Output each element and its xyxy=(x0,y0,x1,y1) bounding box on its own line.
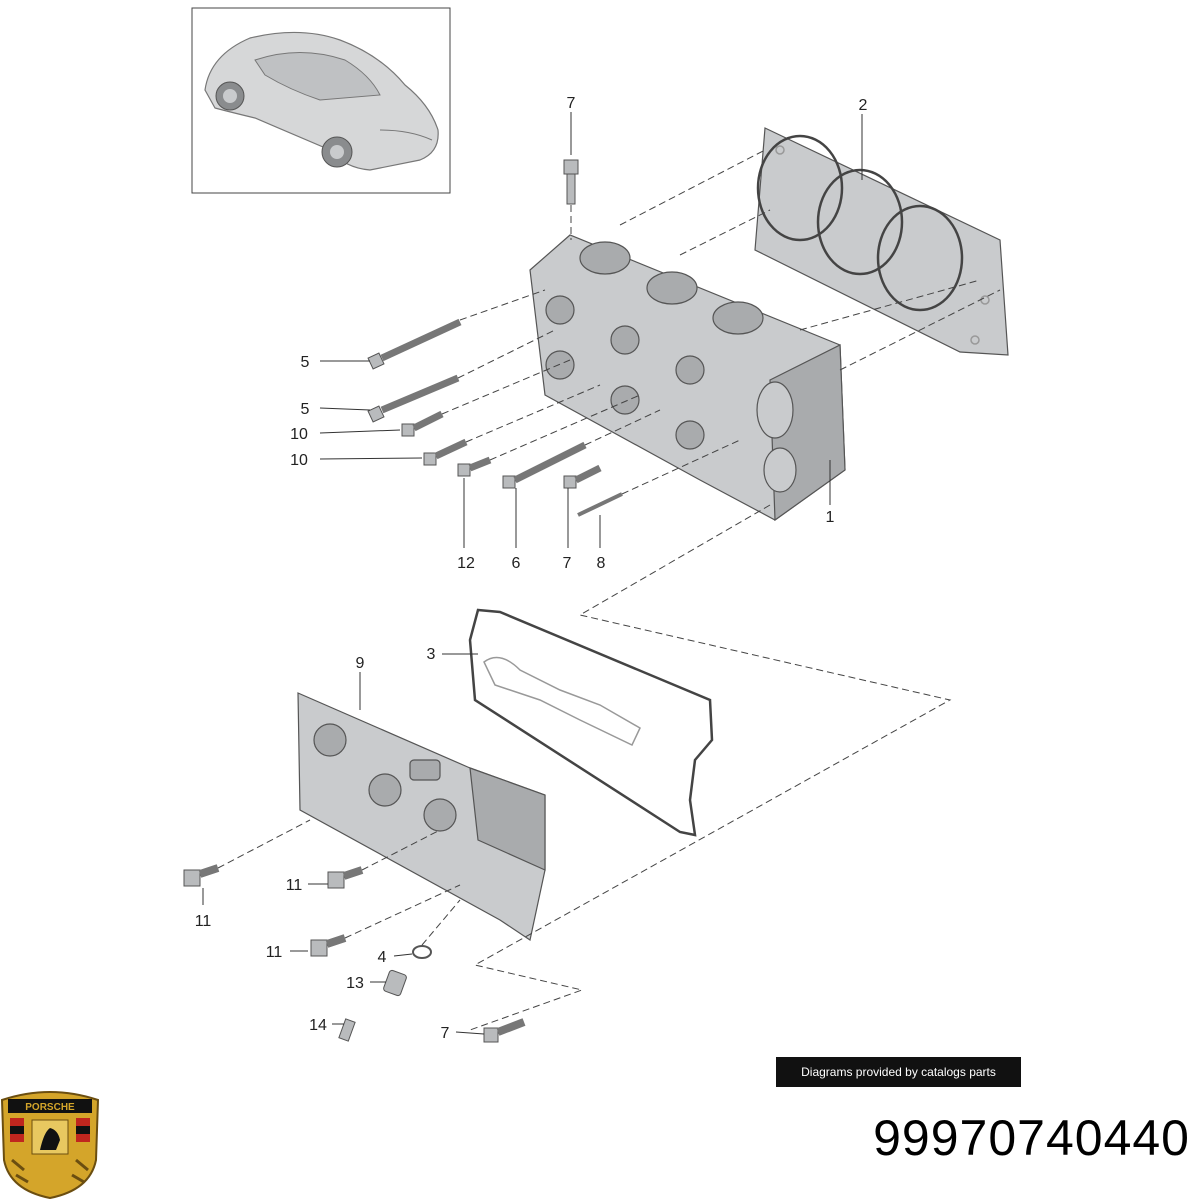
callout-4: 4 xyxy=(378,949,387,966)
bolt-12 xyxy=(457,456,492,477)
callout-6: 6 xyxy=(512,555,521,572)
callout-7-bottom: 7 xyxy=(441,1025,450,1042)
bolt-11-c xyxy=(310,934,347,957)
callout-1: 1 xyxy=(826,509,835,526)
part-number: 99970740440 xyxy=(873,1110,1190,1166)
assembly-lines xyxy=(217,149,1001,1031)
svg-text:PORSCHE: PORSCHE xyxy=(25,1102,75,1113)
callout-13: 13 xyxy=(346,975,364,992)
head-gasket xyxy=(754,127,1009,356)
bolt-7-top xyxy=(563,159,579,205)
callout-3: 3 xyxy=(427,646,436,663)
cylinder-head xyxy=(529,234,846,522)
bolt-11-b xyxy=(327,866,364,889)
bolts xyxy=(183,159,623,1043)
bolt-5-b xyxy=(367,374,460,423)
callout-12: 12 xyxy=(457,555,475,572)
callout-5-b: 5 xyxy=(301,401,310,418)
bolt-10-a xyxy=(401,410,444,437)
callout-11-c: 11 xyxy=(266,944,283,961)
callout-10-a: 10 xyxy=(290,426,308,443)
bolt-14 xyxy=(338,1018,356,1042)
bolt-7-mid xyxy=(563,464,602,489)
vehicle-thumbnail xyxy=(191,7,451,194)
callout-5-a: 5 xyxy=(301,354,310,371)
valve-cover-gasket xyxy=(468,608,714,837)
callout-2: 2 xyxy=(859,97,868,114)
bolt-8 xyxy=(577,492,623,517)
bolt-10-b xyxy=(423,438,468,466)
callout-11-a: 11 xyxy=(195,913,212,930)
sensor-13 xyxy=(383,969,407,997)
callout-9: 9 xyxy=(356,655,365,672)
bolt-5-a xyxy=(367,318,462,370)
callout-7-mid: 7 xyxy=(563,555,572,572)
callout-labels: 7 2 5 5 10 10 12 6 7 8 1 9 3 11 11 11 4 … xyxy=(195,95,868,1042)
camshaft-housing xyxy=(297,692,546,941)
bolt-6 xyxy=(502,441,587,489)
oring-4 xyxy=(412,945,432,959)
callout-8: 8 xyxy=(597,555,606,572)
porsche-crest-logo: PORSCHE xyxy=(0,1091,100,1200)
callout-11-b: 11 xyxy=(286,877,303,894)
callout-7-top: 7 xyxy=(567,95,576,112)
callout-10-b: 10 xyxy=(290,452,308,469)
bolt-7-bottom xyxy=(483,1018,526,1043)
diagram-credit-banner: Diagrams provided by catalogs parts xyxy=(776,1057,1021,1087)
callout-14: 14 xyxy=(309,1017,327,1034)
bolt-11-a xyxy=(183,864,220,887)
callout-leaders xyxy=(202,112,863,1035)
